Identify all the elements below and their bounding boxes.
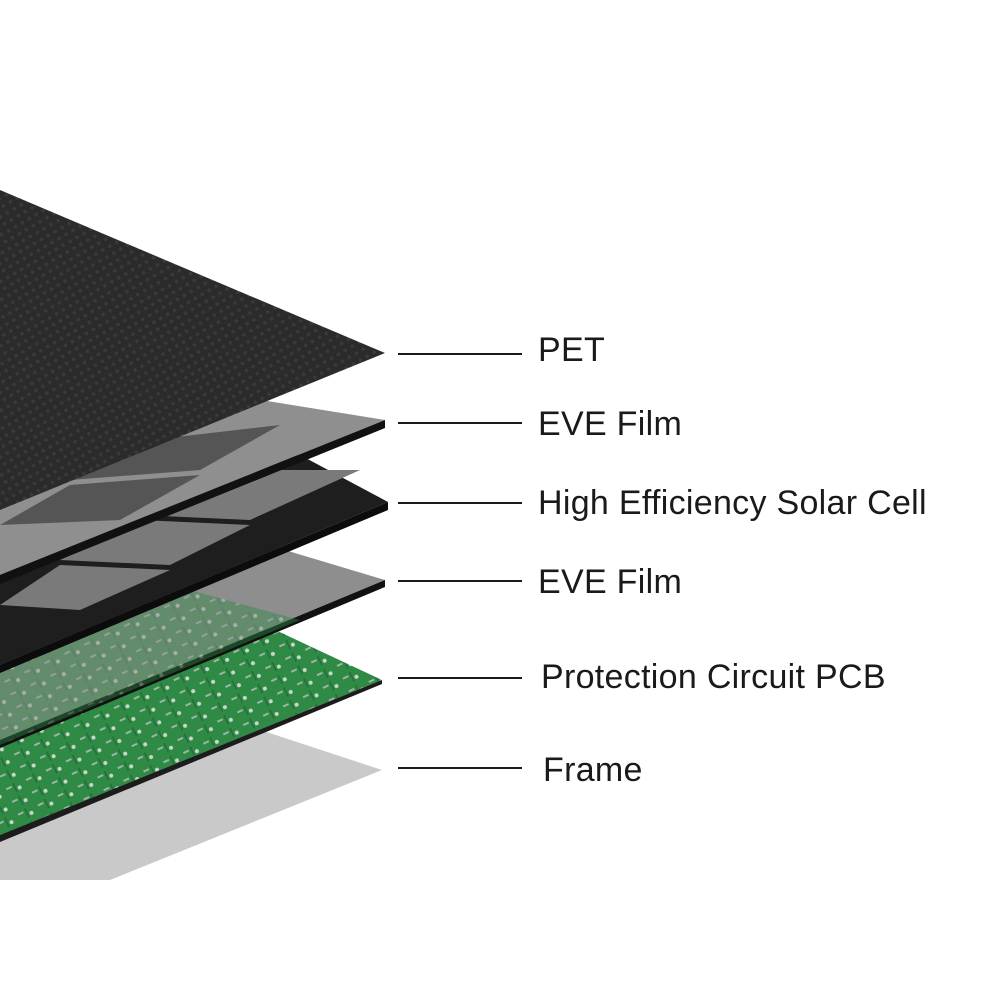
label-pet: PET xyxy=(538,331,606,369)
label-eve-film-bottom: EVE Film xyxy=(538,563,683,601)
label-eve-film-top: EVE Film xyxy=(538,405,683,443)
label-frame: Frame xyxy=(543,751,643,789)
label-pcb: Protection Circuit PCB xyxy=(541,658,886,696)
leader-lines xyxy=(398,353,522,769)
pet-layer xyxy=(0,190,385,510)
label-solar-cell: High Efficiency Solar Cell xyxy=(538,484,927,522)
